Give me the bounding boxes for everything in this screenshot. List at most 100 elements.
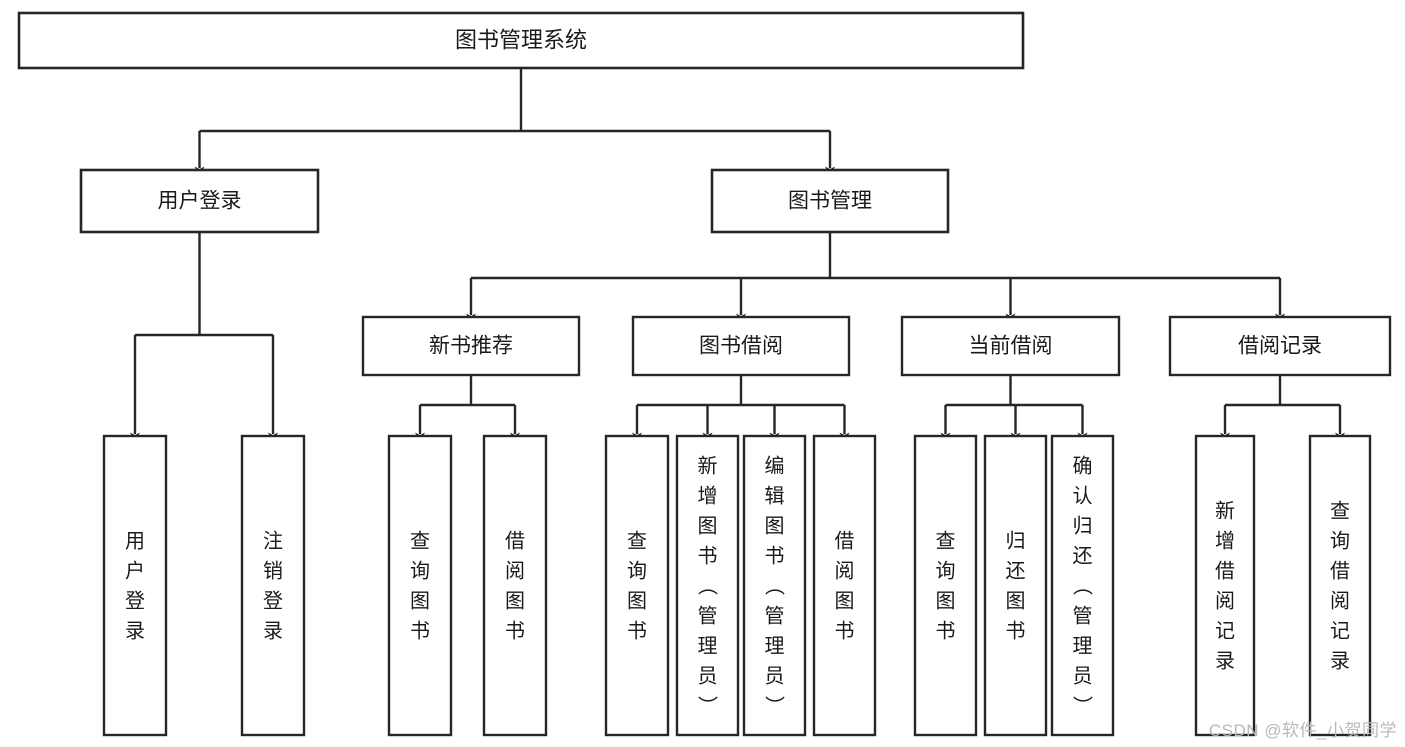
node-box xyxy=(812,434,877,737)
node-label-char: 借 xyxy=(835,530,855,553)
node-label-char: 阅 xyxy=(835,560,855,583)
node-label-char: 新 xyxy=(1215,500,1235,523)
node-leaf1[interactable]: 用户登录 xyxy=(102,434,168,737)
node-label-char: 增 xyxy=(1215,530,1235,553)
node-label-char: 还 xyxy=(1073,545,1093,568)
node-label-char: 询 xyxy=(936,560,956,583)
node-current[interactable]: 当前借阅 xyxy=(900,315,1121,377)
node-label-char: 借 xyxy=(1330,560,1350,583)
node-label-char: 借 xyxy=(505,530,525,553)
node-label-char: 增 xyxy=(698,485,718,508)
node-label: 用户登录 xyxy=(158,190,242,213)
node-label-char: （ xyxy=(696,576,719,596)
connector-group-newbook xyxy=(415,375,520,443)
node-label-char: 归 xyxy=(1073,515,1093,538)
node-box xyxy=(913,434,978,737)
node-label-char: 图 xyxy=(1006,591,1026,613)
node-label: 图书管理系统 xyxy=(455,27,587,52)
node-label-char: 管 xyxy=(765,605,785,628)
node-box xyxy=(675,434,740,737)
node-borrow[interactable]: 图书借阅 xyxy=(631,315,851,377)
node-label-char: 查 xyxy=(1330,500,1350,523)
node-label-char: 询 xyxy=(627,560,647,583)
node-bookmgmt[interactable]: 图书管理 xyxy=(710,168,950,234)
node-label-char: 用 xyxy=(125,531,145,553)
node-box xyxy=(631,315,851,377)
node-label-char: 询 xyxy=(410,560,430,583)
node-label-char: 认 xyxy=(1073,485,1093,508)
node-label-char: 归 xyxy=(1006,530,1026,553)
connector-group-current xyxy=(940,375,1088,443)
node-newbook[interactable]: 新书推荐 xyxy=(361,315,581,377)
node-label-char: 查 xyxy=(627,530,647,553)
node-label-char: 图 xyxy=(936,591,956,613)
node-label-char: 记 xyxy=(1215,620,1235,643)
node-label-char: 录 xyxy=(1330,651,1350,673)
node-label-char: 书 xyxy=(835,620,855,643)
node-label-char: 书 xyxy=(698,545,718,568)
node-label-char: 图 xyxy=(698,516,718,538)
node-label-char: 录 xyxy=(263,621,283,643)
node-label-char: 确 xyxy=(1073,455,1093,478)
node-label-char: 理 xyxy=(765,636,785,658)
node-label-char: 辑 xyxy=(765,485,785,508)
node-label-char: 阅 xyxy=(1215,590,1235,613)
node-label-char: 阅 xyxy=(1330,590,1350,613)
node-label: 图书管理 xyxy=(788,190,872,213)
node-login[interactable]: 用户登录 xyxy=(79,168,320,234)
node-label-char: 注 xyxy=(263,530,283,553)
watermark-text: CSDN @软件_小贺同学 xyxy=(1208,721,1397,740)
node-label-char: 书 xyxy=(765,545,785,568)
node-box xyxy=(604,434,670,737)
node-label-char: 图 xyxy=(505,591,525,613)
node-box xyxy=(742,434,807,737)
node-label-char: 书 xyxy=(505,620,525,643)
node-label-char: ） xyxy=(763,696,786,716)
connector-group-borrow xyxy=(632,375,850,443)
connector-layer xyxy=(130,68,1345,443)
node-label-char: 图 xyxy=(835,591,855,613)
node-label-char: 员 xyxy=(698,666,718,688)
node-box xyxy=(361,315,581,377)
connector-group-login xyxy=(130,232,278,443)
node-label-char: （ xyxy=(1071,576,1094,596)
node-label-char: 理 xyxy=(1073,636,1093,658)
node-box xyxy=(1050,434,1115,737)
node-label-char: 销 xyxy=(263,560,283,583)
node-label-char: 书 xyxy=(410,620,430,643)
node-record[interactable]: 借阅记录 xyxy=(1168,315,1392,377)
node-box xyxy=(102,434,168,737)
node-label-char: 询 xyxy=(1330,530,1350,553)
node-label-char: 管 xyxy=(1073,605,1093,628)
node-label-char: 书 xyxy=(1006,620,1026,643)
node-label: 新书推荐 xyxy=(429,335,513,358)
connector-group-bookmgmt xyxy=(466,232,1285,324)
node-label-char: 编 xyxy=(765,455,785,478)
node-label: 借阅记录 xyxy=(1238,335,1322,358)
connector-group-record xyxy=(1220,375,1345,443)
node-box xyxy=(1194,434,1256,737)
node-label-char: 登 xyxy=(263,590,283,613)
node-label-char: 阅 xyxy=(505,560,525,583)
node-label-char: 理 xyxy=(698,636,718,658)
node-label-char: 书 xyxy=(627,620,647,643)
node-root[interactable]: 图书管理系统 xyxy=(17,11,1025,70)
connector-group-root xyxy=(194,68,835,177)
node-label-char: 户 xyxy=(125,560,145,583)
node-box xyxy=(710,168,950,234)
node-label-char: （ xyxy=(763,576,786,596)
node-label-char: ） xyxy=(696,696,719,716)
node-label-char: 录 xyxy=(125,621,145,643)
